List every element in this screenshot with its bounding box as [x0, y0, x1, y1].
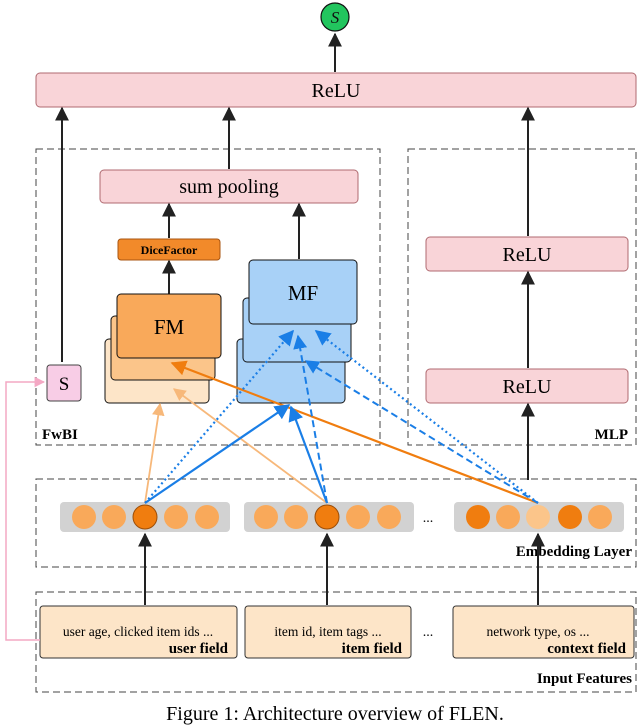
top-relu-box — [35, 72, 637, 108]
context-field-box — [452, 605, 635, 659]
sum-pooling-label: sum pooling — [179, 176, 278, 198]
fwbi-label: FwBI — [42, 427, 78, 443]
embedding-group-user — [60, 502, 230, 532]
sum-pooling-box — [99, 169, 359, 204]
mlp-label: MLP — [595, 427, 628, 443]
lorange-item-to-fm — [172, 388, 328, 504]
blue-dashed-item-to-mf — [293, 334, 328, 504]
mlp-relu-bottom-label: ReLU — [503, 376, 552, 398]
mf-label: MF — [288, 281, 318, 305]
embedding-group-item — [244, 502, 414, 532]
embedding-group-context — [454, 502, 624, 532]
item-field-label: item field — [342, 641, 403, 657]
user-field-features: user age, clicked item ids ... — [63, 624, 213, 639]
item-field-box — [244, 605, 412, 659]
embedding-region — [35, 478, 637, 568]
fm-stack — [104, 293, 222, 404]
fwbi-region — [35, 148, 381, 446]
s-box — [46, 364, 82, 402]
mlp-relu-top-label: ReLU — [503, 244, 552, 266]
fm-label: FM — [154, 315, 185, 339]
input-label: Input Features — [537, 671, 632, 687]
figure-caption: Figure 1: Architecture overview of FLEN. — [166, 703, 504, 725]
user-field-label: user field — [169, 641, 229, 657]
embedding-label: Embedding Layer — [516, 544, 633, 560]
input-region — [35, 591, 637, 693]
user-field-box — [39, 605, 238, 659]
pink-user-to-s-line — [5, 376, 46, 641]
context-field-features: network type, os ... — [486, 624, 589, 639]
sigmoid-symbol: S — [331, 8, 340, 27]
context-field-label: context field — [547, 641, 626, 657]
dice-factor-label: DiceFactor — [141, 243, 198, 257]
blue-user-to-mf — [144, 404, 291, 504]
s-label: S — [59, 374, 70, 395]
input-ellipsis: ... — [423, 625, 434, 640]
mlp-region — [407, 148, 637, 446]
orange-context-to-fm — [170, 360, 539, 505]
blue-dashed-context-to-mf — [304, 360, 539, 504]
sigmoid-output-node: S — [320, 2, 350, 32]
item-field-features: item id, item tags ... — [274, 624, 381, 639]
blue-item-to-mf — [288, 405, 329, 504]
mf-stack — [236, 259, 358, 404]
lorange-user-to-fm — [144, 402, 165, 504]
embedding-ellipsis: ... — [423, 511, 434, 526]
blue-dotted-context-to-mf — [314, 330, 539, 504]
top-relu-label: ReLU — [312, 80, 361, 102]
